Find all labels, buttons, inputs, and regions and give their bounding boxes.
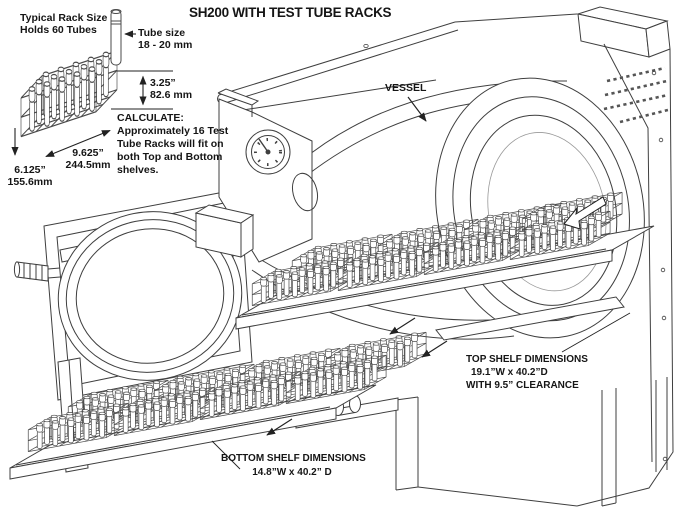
calculate-body-line2: Tube Racks will fit on (117, 138, 224, 150)
bottom-shelf-line2: 14.8”W x 40.2” D (252, 466, 332, 478)
top-shelf-line2: 19.1”W x 40.2”D (471, 367, 548, 378)
rack-height-in: 3.25” (150, 77, 176, 89)
rack-width-in: 6.125” (14, 164, 46, 176)
rack-size-line1: Typical Rack Size (20, 12, 108, 24)
shelf-rail-mount (194, 204, 255, 258)
bottom-shelf-line1: BOTTOM SHELF DIMENSIONS (221, 453, 366, 464)
rack-depth-arrow (45, 129, 111, 158)
rack-size-note: Typical Rack Size Holds 60 Tubes (20, 12, 107, 36)
mini-rack-illustration (21, 51, 117, 137)
rack-height-dimension: 3.25” 82.6 mm (150, 77, 193, 101)
slide-arrow-bottom (266, 418, 293, 436)
rack-depth-dimension: 9.625” 244.5mm (62, 147, 114, 171)
stand-legs (395, 377, 668, 507)
bottom-shelf (9, 384, 377, 480)
rack-depth-mm: 244.5mm (65, 158, 111, 171)
front-panel-tower (194, 88, 319, 263)
vessel-callout: VESSEL (385, 82, 427, 94)
tube-size-line2: 18 - 20 mm (138, 39, 193, 51)
tube-size-note: Tube size 18 - 20 mm (138, 27, 192, 51)
slide-arrow-top-1 (389, 317, 416, 335)
rack-width-dimension: 6.125” 155.6mm (2, 164, 58, 188)
calculate-body-line1: Approximately 16 Test (117, 125, 229, 137)
slide-arrow-top-2 (421, 340, 448, 358)
tube-illustration (110, 9, 122, 66)
calculate-body: Approximately 16 Test Tube Racks will fi… (117, 125, 228, 177)
rack-width-mm: 155.6mm (7, 175, 53, 188)
vessel-arrow (407, 96, 427, 122)
top-shelf-line3: WITH 9.5” CLEARANCE (466, 380, 579, 391)
door-handle (13, 261, 61, 282)
pressure-gauge (245, 129, 291, 175)
top-shelf-callout: TOP SHELF DIMENSIONS 19.1”W x 40.2”D WIT… (466, 353, 588, 392)
vessel-floor-rail (435, 296, 625, 341)
top-shelf-leader (561, 312, 631, 353)
callout-arrows (211, 96, 631, 470)
rack-depth-in: 9.625” (72, 147, 104, 159)
top-shelf-line1: TOP SHELF DIMENSIONS (466, 354, 588, 365)
calculate-heading: CALCULATE: (117, 112, 184, 124)
calculate-body-line4: shelves. (117, 164, 159, 176)
rack-size-line2: Holds 60 Tubes (20, 24, 97, 36)
slide-out-open-arrow (563, 196, 607, 230)
bottom-shelf-leader (211, 440, 241, 470)
diagram-title: SH200 WITH TEST TUBE RACKS (189, 5, 392, 20)
cabinet-body (217, 6, 674, 507)
rack-height-mm: 82.6 mm (150, 88, 193, 101)
calculate-body-line3: both Top and Bottom (117, 151, 223, 163)
tube-size-line1: Tube size (138, 27, 186, 39)
vent-slots (603, 66, 669, 124)
bottom-shelf-callout: BOTTOM SHELF DIMENSIONS 14.8”W x 40.2” D (221, 452, 366, 479)
dimension-lines (11, 30, 173, 158)
